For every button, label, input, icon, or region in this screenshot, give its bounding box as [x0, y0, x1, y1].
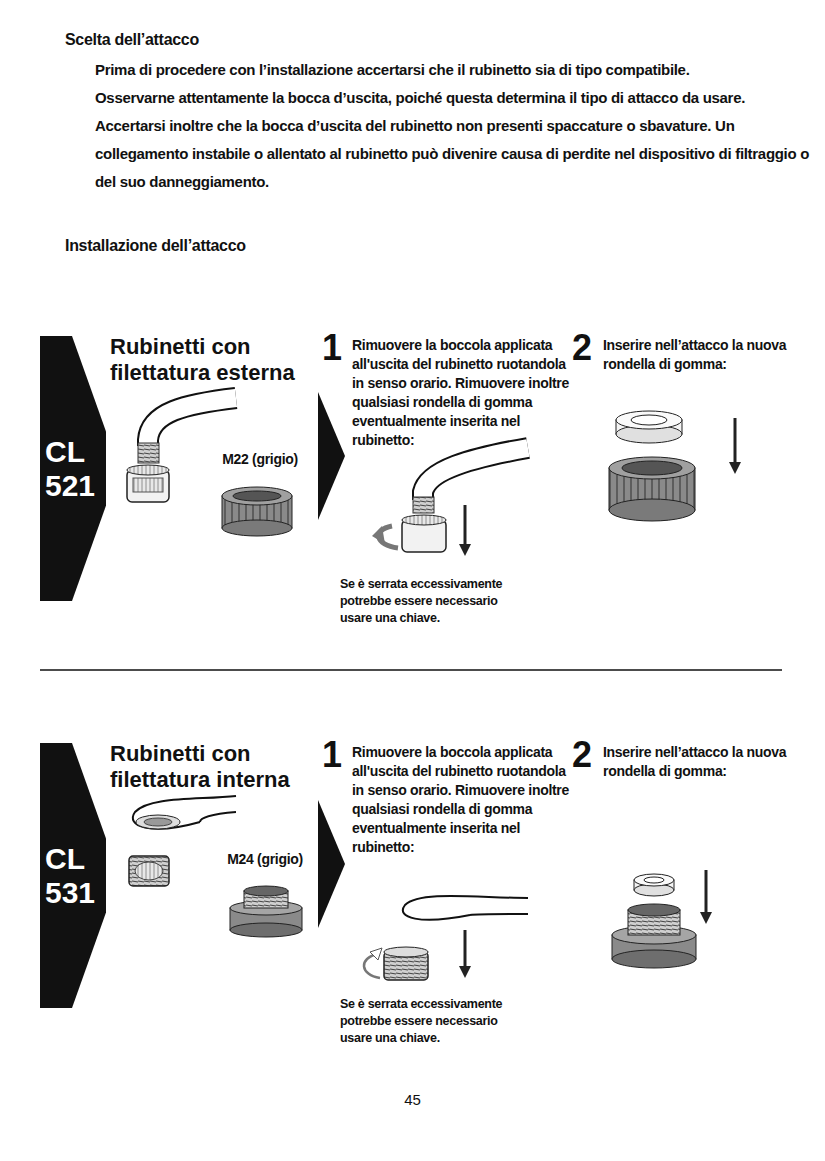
pointer-triangle: [318, 392, 345, 520]
text-label: Rimuovere la boccola applicata all'uscit…: [352, 743, 570, 857]
section-heading: Rubinetti con filettatura esterna: [110, 334, 310, 386]
text-label: 45: [0, 1090, 825, 1110]
aerator: [127, 465, 169, 502]
intro-text: Accertarsi inoltre che la bocca d’uscita…: [95, 112, 810, 196]
model-code: CL 521: [45, 435, 101, 503]
faucet-internal-thread: [133, 796, 236, 829]
model-code: CL 531: [45, 842, 101, 910]
model-band: CL 521: [40, 336, 106, 601]
text-label: Inserire nell’attacco la nuova rondella …: [603, 336, 813, 374]
divider-line: [40, 669, 782, 671]
model-band: CL 531: [40, 743, 106, 1008]
faucet-removing: [364, 896, 528, 980]
step-number: 2: [572, 735, 602, 775]
text-label: Installazione dell’attacco: [65, 236, 465, 256]
step-number: 1: [322, 735, 352, 775]
step-number: 1: [322, 328, 352, 368]
text-label: M24 (grigio): [225, 850, 305, 868]
intro-text: Osservarne attentamente la bocca d’uscit…: [95, 84, 810, 112]
text-label: M22 (grigio): [220, 450, 300, 468]
text-label: Inserire nell’attacco la nuova rondella …: [603, 743, 813, 781]
intro-text: Prima di procedere con l’installazione a…: [95, 56, 810, 84]
text-label: Se è serrata eccessivamente potrebbe ess…: [340, 996, 520, 1047]
washer-and-adapter: [612, 870, 706, 968]
nut-m22: [222, 487, 292, 536]
faucet-removing: [369, 448, 528, 552]
pointer-triangle: [318, 800, 345, 928]
washer-and-nut: [609, 411, 735, 521]
faucet-external-thread: [138, 398, 236, 463]
aerator: [129, 856, 169, 886]
text-label: Rimuovere la boccola applicata all'uscit…: [352, 336, 570, 450]
section-heading: Rubinetti con filettatura interna: [110, 741, 310, 793]
adapter-m24: [230, 886, 302, 937]
step-number: 2: [572, 328, 602, 368]
text-label: Scelta dell’attacco: [65, 30, 465, 50]
text-label: Se è serrata eccessivamente potrebbe ess…: [340, 576, 520, 627]
